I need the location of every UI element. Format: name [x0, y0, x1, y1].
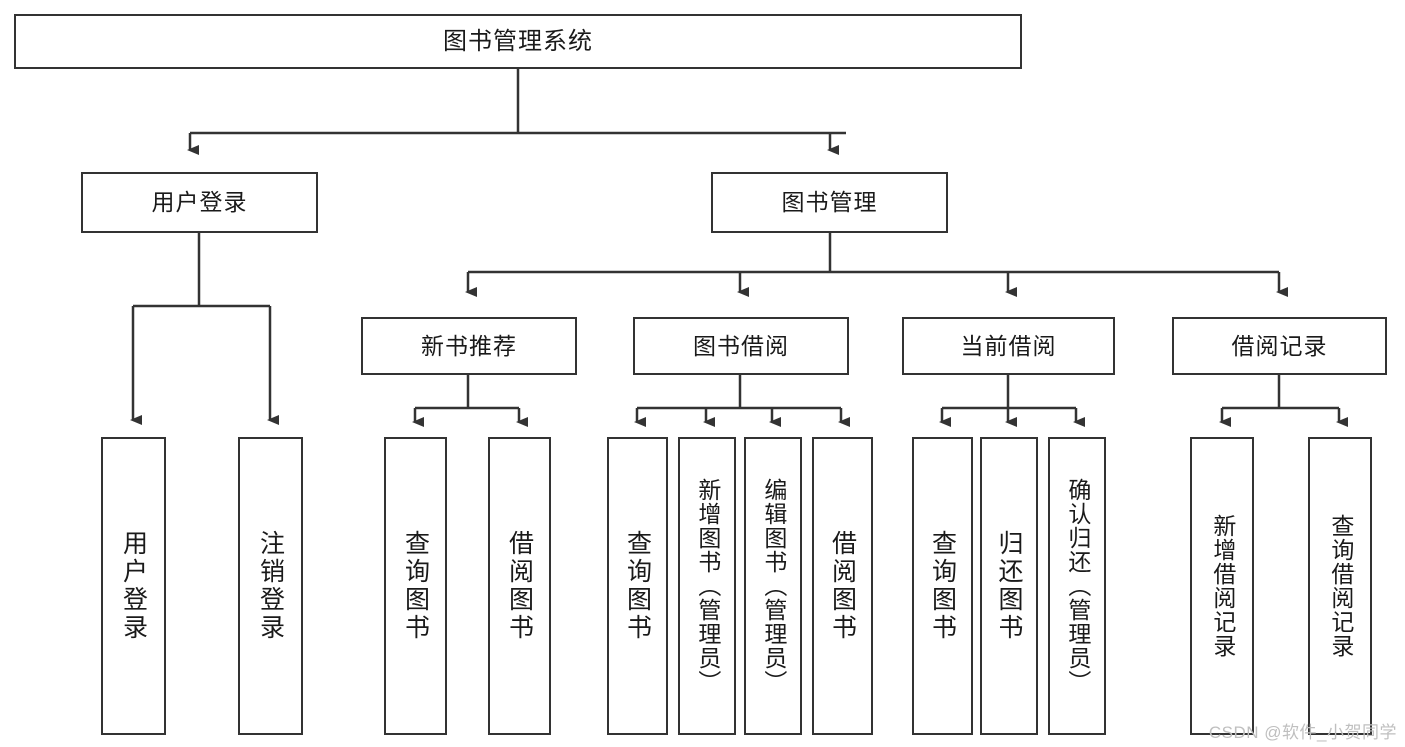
leaf-query-record[interactable]: 查询借阅记录 — [1308, 437, 1372, 735]
node-user-login-label: 用户登录 — [151, 189, 248, 216]
leaf-borrow-book-1[interactable]: 借阅图书 — [488, 437, 551, 735]
leaf-query-record-label: 查询借阅记录 — [1327, 514, 1354, 658]
csdn-watermark: CSDN @软件_小贺同学 — [1208, 723, 1397, 742]
node-book-management[interactable]: 图书管理 — [711, 172, 948, 233]
leaf-edit-book[interactable]: 编辑图书（管理员） — [744, 437, 802, 735]
node-root-label: 图书管理系统 — [443, 27, 593, 55]
leaf-user-login[interactable]: 用户登录 — [101, 437, 166, 735]
leaf-query-book-3-label: 查询图书 — [928, 530, 957, 642]
leaf-confirm-return[interactable]: 确认归还（管理员） — [1048, 437, 1106, 735]
leaf-borrow-book-1-label: 借阅图书 — [505, 530, 534, 642]
leaf-query-book-1-label: 查询图书 — [401, 530, 430, 642]
node-current-borrowing-label: 当前借阅 — [960, 332, 1057, 359]
node-root[interactable]: 图书管理系统 — [14, 14, 1022, 69]
node-new-book-recommendation-label: 新书推荐 — [421, 332, 517, 359]
leaf-user-login-label: 用户登录 — [119, 530, 148, 642]
node-current-borrowing[interactable]: 当前借阅 — [902, 317, 1115, 375]
leaf-add-book[interactable]: 新增图书（管理员） — [678, 437, 736, 735]
node-user-login[interactable]: 用户登录 — [81, 172, 318, 233]
leaf-return-book-label: 归还图书 — [995, 530, 1023, 642]
leaf-logout[interactable]: 注销登录 — [238, 437, 303, 735]
node-borrowing-record-label: 借阅记录 — [1231, 332, 1328, 359]
leaf-add-book-label: 新增图书（管理员） — [694, 478, 721, 694]
leaf-query-book-2[interactable]: 查询图书 — [607, 437, 668, 735]
leaf-borrow-book-2[interactable]: 借阅图书 — [812, 437, 873, 735]
leaf-query-book-1[interactable]: 查询图书 — [384, 437, 447, 735]
node-book-borrowing-label: 图书借阅 — [693, 332, 789, 359]
leaf-add-record[interactable]: 新增借阅记录 — [1190, 437, 1254, 735]
leaf-return-book[interactable]: 归还图书 — [980, 437, 1038, 735]
node-book-management-label: 图书管理 — [781, 189, 878, 216]
leaf-logout-label: 注销登录 — [256, 530, 285, 642]
leaf-add-record-label: 新增借阅记录 — [1209, 514, 1236, 658]
node-book-borrowing[interactable]: 图书借阅 — [633, 317, 849, 375]
leaf-borrow-book-2-label: 借阅图书 — [828, 530, 857, 642]
leaf-query-book-3[interactable]: 查询图书 — [912, 437, 973, 735]
leaf-query-book-2-label: 查询图书 — [623, 530, 652, 642]
node-borrowing-record[interactable]: 借阅记录 — [1172, 317, 1387, 375]
node-new-book-recommendation[interactable]: 新书推荐 — [361, 317, 577, 375]
leaf-confirm-return-label: 确认归还（管理员） — [1064, 478, 1091, 694]
leaf-edit-book-label: 编辑图书（管理员） — [760, 478, 787, 694]
